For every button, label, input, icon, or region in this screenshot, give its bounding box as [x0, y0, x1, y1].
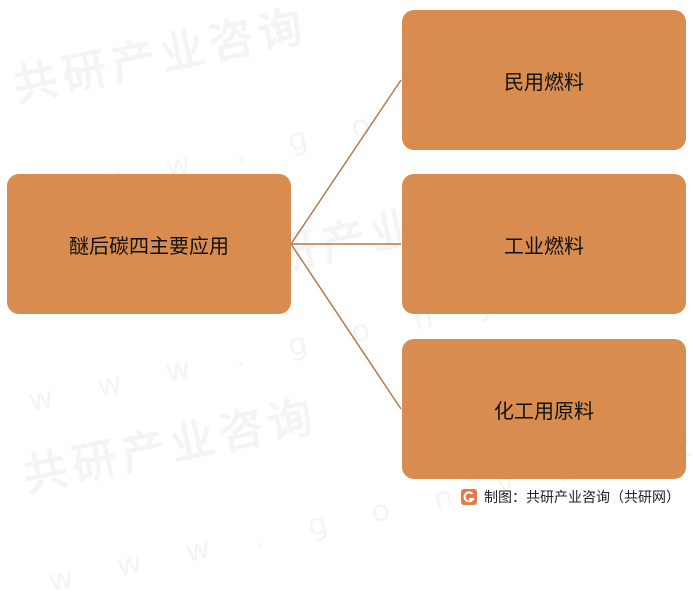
child-node-label: 化工用原料 [494, 398, 594, 423]
child-node-label: 工业燃料 [504, 233, 584, 258]
source-text: 制图：共研产业咨询（共研网） [484, 490, 680, 506]
connector-line [290, 79, 402, 245]
child-node-industrial-fuel: 工业燃料 [402, 174, 686, 314]
root-node: 醚后碳四主要应用 [7, 174, 291, 314]
connector-lines [290, 79, 402, 410]
child-node-chemical-feedstock: 化工用原料 [402, 339, 686, 479]
connector-line [290, 243, 402, 410]
child-node-civil-fuel: 民用燃料 [402, 10, 686, 150]
source-caption: 制图：共研产业咨询（共研网） [460, 486, 680, 508]
root-node-label: 醚后碳四主要应用 [69, 233, 229, 258]
child-node-label: 民用燃料 [504, 69, 584, 94]
gonyn-logo-icon [461, 489, 477, 505]
